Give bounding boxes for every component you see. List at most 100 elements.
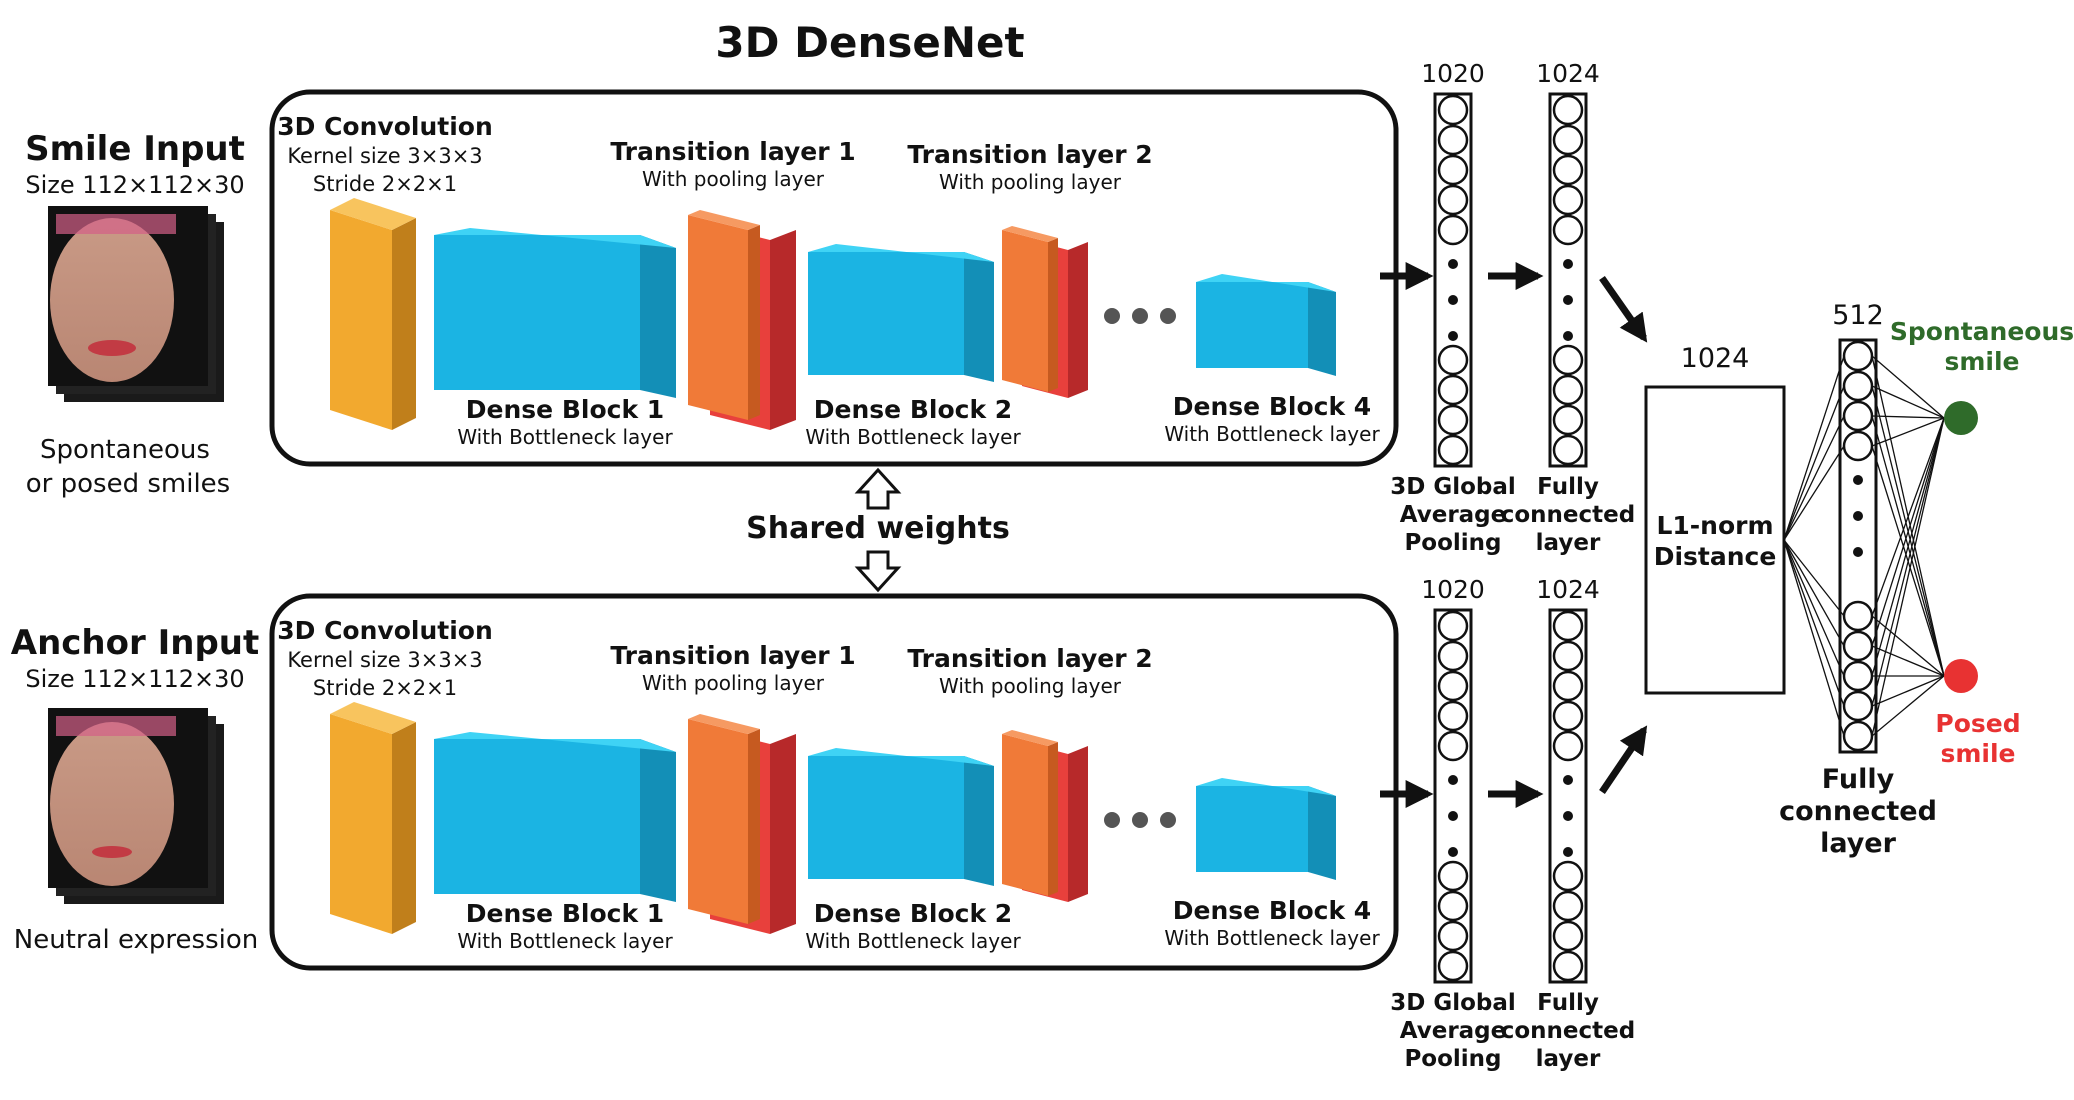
fc-to-spontaneous-line xyxy=(1871,417,1945,447)
ellipsis-dot xyxy=(1448,775,1458,785)
neuron xyxy=(1552,124,1584,156)
gap-label-top-3: Pooling xyxy=(1404,530,1501,556)
fc-to-spontaneous-line xyxy=(1871,355,1945,419)
distance-to-fc-line xyxy=(1783,539,1845,617)
anchor-input-size: Size 112×112×30 xyxy=(25,665,244,693)
more-blocks-dots-top xyxy=(1104,308,1176,324)
distance-to-fc-line xyxy=(1783,539,1845,647)
fc-to-spontaneous-line xyxy=(1871,385,1945,419)
spontaneous-label-1: Spontaneous xyxy=(1890,317,2074,346)
neuron xyxy=(1437,700,1469,732)
ellipsis-dot xyxy=(1563,775,1573,785)
anchor-face-stack xyxy=(48,708,224,904)
transition-2-title-bottom: Transition layer 2 xyxy=(907,644,1152,673)
neuron xyxy=(1552,374,1584,406)
dense-block-4-top xyxy=(1196,274,1336,376)
neuron xyxy=(1842,720,1874,752)
neuron xyxy=(1552,920,1584,952)
gap-label-bottom-3: Pooling xyxy=(1404,1046,1501,1072)
anchor-input-group: Anchor Input Size 112×112×30 Neutral exp… xyxy=(11,623,260,955)
neuron xyxy=(1552,154,1584,186)
transition-2-sub-bottom: With pooling layer xyxy=(939,674,1122,698)
neuron xyxy=(1842,630,1874,662)
neuron xyxy=(1552,344,1584,376)
dense-block-4-title-top: Dense Block 4 xyxy=(1173,392,1371,421)
transition-1-sub-bottom: With pooling layer xyxy=(642,671,825,695)
neuron xyxy=(1842,660,1874,692)
neuron xyxy=(1552,890,1584,922)
shared-weights: Shared weights xyxy=(746,467,1010,593)
dense-block-2-bottom xyxy=(808,748,994,886)
dense-block-4-bottom xyxy=(1196,778,1336,880)
distance-to-fc-line xyxy=(1783,355,1845,541)
dense-block-1-bottom xyxy=(434,732,676,902)
dense-block-2-top xyxy=(808,244,994,382)
dense-block-2-title-top: Dense Block 2 xyxy=(814,395,1012,424)
ellipsis-dot xyxy=(1563,331,1573,341)
spontaneous-output-node xyxy=(1944,401,1978,435)
ellipsis-dot xyxy=(1563,259,1573,269)
dense-block-4-sub-bottom: With Bottleneck layer xyxy=(1164,926,1380,950)
conv-stride-top: Stride 2×2×1 xyxy=(313,172,457,196)
transition-1-title-bottom: Transition layer 1 xyxy=(610,641,855,670)
final-fc-size: 512 xyxy=(1832,300,1884,331)
final-fc-column xyxy=(1838,338,1878,754)
neuron xyxy=(1437,434,1469,466)
fc-to-spontaneous-line xyxy=(1871,417,1945,677)
diagram-title: 3D DenseNet xyxy=(715,18,1024,67)
shared-weights-down-arrow-icon xyxy=(854,550,902,593)
neuron xyxy=(1437,610,1469,642)
distance-label-1: L1-norm xyxy=(1656,511,1773,540)
neuron xyxy=(1552,434,1584,466)
dense-block-1-title-bottom: Dense Block 1 xyxy=(466,899,664,928)
neuron xyxy=(1552,610,1584,642)
smile-input-size: Size 112×112×30 xyxy=(25,171,244,199)
neuron xyxy=(1437,920,1469,952)
gap-label-bottom-1: 3D Global xyxy=(1390,990,1516,1016)
neuron xyxy=(1552,860,1584,892)
fc-size-bottom: 1024 xyxy=(1536,575,1600,604)
final-fc-label-2: connected xyxy=(1779,796,1937,827)
anchor-input-title: Anchor Input xyxy=(11,623,260,663)
fc-to-posed-line xyxy=(1871,645,1945,677)
neuron xyxy=(1842,400,1874,432)
distance-to-fc-line xyxy=(1783,539,1845,707)
fc-to-spontaneous-line xyxy=(1871,417,1945,737)
neuron xyxy=(1437,640,1469,672)
distance-size: 1024 xyxy=(1681,343,1750,374)
dense-block-4-title-bottom: Dense Block 4 xyxy=(1173,896,1371,925)
gap-label-top-1: 3D Global xyxy=(1390,474,1516,500)
conv-title-top: 3D Convolution xyxy=(277,112,493,141)
l1-distance-box xyxy=(1644,385,1786,695)
gap-label-top-2: Average xyxy=(1400,502,1507,528)
anchor-face-image xyxy=(50,722,174,886)
dense-block-2-sub-bottom: With Bottleneck layer xyxy=(805,929,1021,953)
fc-to-posed-line xyxy=(1871,675,1945,707)
neuron xyxy=(1842,430,1874,462)
neuron xyxy=(1437,94,1469,126)
fc-to-posed-line xyxy=(1871,615,1945,677)
neuron xyxy=(1552,670,1584,702)
smile-input-group: Smile Input Size 112×112×30 Spontaneous … xyxy=(25,129,245,499)
distance-to-fc-line xyxy=(1783,539,1845,677)
distance-to-fc-line xyxy=(1783,445,1845,541)
fully-connected-lines xyxy=(1783,355,1945,737)
gap-label-bottom-2: Average xyxy=(1400,1018,1507,1044)
conv-kernel-bottom: Kernel size 3×3×3 xyxy=(287,648,482,672)
ellipsis-dot xyxy=(1448,847,1458,857)
fc-label-top-3: layer xyxy=(1536,530,1601,556)
fc-size-top: 1024 xyxy=(1536,59,1600,88)
ellipsis-dot xyxy=(1448,811,1458,821)
transition-1-title-top: Transition layer 1 xyxy=(610,137,855,166)
ellipsis-dot xyxy=(1853,547,1863,557)
fc-column-top xyxy=(1548,92,1588,468)
neuron xyxy=(1437,670,1469,702)
ellipsis-dot xyxy=(1563,811,1573,821)
gap-size-bottom: 1020 xyxy=(1421,575,1485,604)
neuron xyxy=(1437,374,1469,406)
fc-label-top-1: Fully xyxy=(1537,474,1599,500)
fc-to-spontaneous-line xyxy=(1871,417,1945,647)
distance-label-2: Distance xyxy=(1654,542,1777,571)
